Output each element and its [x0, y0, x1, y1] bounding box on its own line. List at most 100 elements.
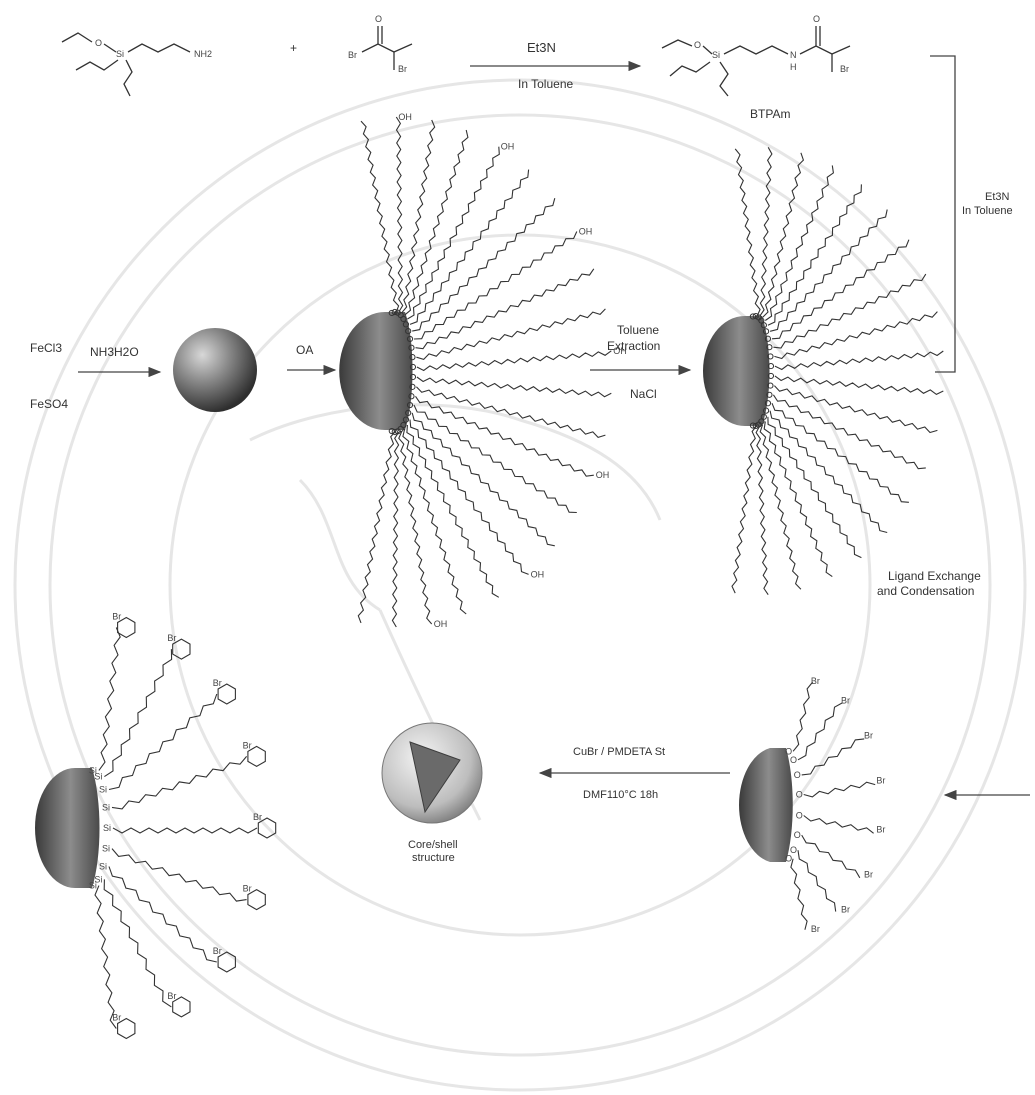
side-step-reagent: Et3N [985, 191, 1010, 203]
base-reagent: NH3H2O [90, 345, 139, 359]
alkyl-chain [802, 835, 860, 878]
arrow-step1: Et3N In Toluene [470, 40, 640, 91]
alkyl-chain [361, 121, 399, 313]
alkyl-chain [793, 682, 813, 751]
alkyl-chain [756, 426, 768, 595]
product-br: Br [840, 64, 849, 74]
svg-text:Si: Si [712, 50, 720, 60]
watermark-seal [15, 80, 1025, 1090]
svg-text:Br: Br [398, 64, 407, 74]
bromine-label: Br [112, 611, 121, 621]
core-shell-line2: structure [412, 852, 455, 864]
alkyl-chain [804, 782, 876, 797]
arrow-coprecipitation: NH3H2O [78, 345, 160, 372]
fe-precursors: FeCl3 FeSO4 [30, 341, 68, 411]
reactant-bromoisobutyryl-bromide: Br O Br [348, 14, 412, 74]
acid-oh-label: OH [398, 112, 412, 122]
alkyl-chain [399, 431, 432, 624]
alkyl-chain [791, 859, 807, 930]
alkyl-chain [407, 425, 499, 597]
bromine-label: Br [112, 1013, 121, 1023]
alkyl-chain [99, 628, 120, 771]
core-shell-sphere: Core/shell structure [382, 723, 482, 864]
extraction-solvent: Toluene [617, 323, 659, 337]
amide-h: H [790, 62, 797, 72]
alkyl-chain [396, 117, 402, 312]
acid-oh-label: OH [501, 142, 515, 152]
arrow-extraction: Toluene Extraction NaCl [590, 323, 690, 401]
alkyl-chain [798, 850, 836, 911]
polymerization-catalyst: CuBr / PMDETA St [573, 746, 665, 758]
acid-oh-label: OH [596, 470, 610, 480]
alkyl-chain [358, 431, 396, 623]
acid-oh-label: OH [531, 569, 545, 579]
silicon-label: Si [102, 802, 110, 812]
nacl-label: NaCl [630, 387, 657, 401]
extracted-particle [703, 147, 943, 594]
oxygen-label: O [790, 755, 797, 765]
alkyl-chain [417, 351, 611, 371]
alkyl-chain [113, 828, 257, 833]
svg-text:O: O [813, 14, 820, 24]
bromine-label: Br [243, 884, 252, 894]
alkyl-chain [95, 886, 116, 1029]
bromine-label: Br [876, 776, 885, 786]
alkyl-chain [412, 198, 555, 331]
alkyl-chain [760, 425, 801, 590]
bromine-label: Br [841, 696, 850, 706]
fecl3-label: FeCl3 [30, 341, 62, 355]
acid-oh-label: OH [434, 619, 448, 629]
silicon-label: Si [99, 861, 107, 871]
product-btpam: O Si N H O Br BTPAm [662, 14, 850, 121]
svg-text:O: O [95, 38, 102, 48]
oxygen-label: O [796, 811, 803, 821]
oa-label: OA [296, 343, 313, 357]
bromine-label: Br [167, 633, 176, 643]
oxygen-label: O [785, 854, 792, 864]
plus-sign: + [290, 41, 297, 55]
alkyl-chain [414, 232, 577, 340]
bracket-connector: Et3N In Toluene [930, 56, 1013, 372]
alkyl-chain [775, 351, 943, 370]
step1-solvent: In Toluene [518, 77, 573, 91]
svg-text:O: O [694, 40, 701, 50]
bromine-label: Br [864, 731, 873, 741]
alkyl-chain [416, 387, 605, 438]
silicon-label: Si [89, 881, 97, 891]
exchange-line2: and Condensation [877, 584, 974, 598]
polymerization-conditions: DMF110°C 18h [583, 789, 658, 801]
silicon-label: Si [99, 785, 107, 795]
alkyl-chain [775, 376, 943, 395]
btpam-label: BTPAm [750, 107, 790, 121]
bromine-label: Br [213, 678, 222, 688]
side-step-solvent: In Toluene [962, 205, 1013, 217]
alkyl-chain [417, 377, 611, 397]
core-shell-line1: Core/shell [408, 839, 458, 851]
svg-text:O: O [375, 14, 382, 24]
magnetite-nanoparticle [173, 328, 257, 412]
alkyl-chain [772, 240, 909, 339]
alkyl-chain [414, 405, 577, 513]
arrow-oa-coating: OA [287, 343, 335, 370]
oxygen-label: O [794, 830, 801, 840]
arrow-polymerization: CuBr / PMDETA St DMF110°C 18h [540, 746, 730, 801]
amide-n: N [790, 50, 797, 60]
reactant-aminopropyl-silane: O Si NH2 [62, 33, 212, 96]
silicon-label: Si [102, 844, 110, 854]
bromine-label: Br [876, 824, 885, 834]
alkyl-chain [804, 816, 874, 834]
bromine-label: Br [811, 676, 820, 686]
oxygen-label: O [794, 770, 801, 780]
bromine-label: Br [864, 869, 873, 879]
br-label: Br [348, 50, 357, 60]
bromine-label: Br [243, 740, 252, 750]
alkyl-chain [770, 411, 887, 533]
feso4-label: FeSO4 [30, 397, 68, 411]
acid-oh-label: OH [579, 227, 593, 237]
alkyl-chain [104, 879, 171, 1007]
alkyl-chain [765, 165, 833, 320]
